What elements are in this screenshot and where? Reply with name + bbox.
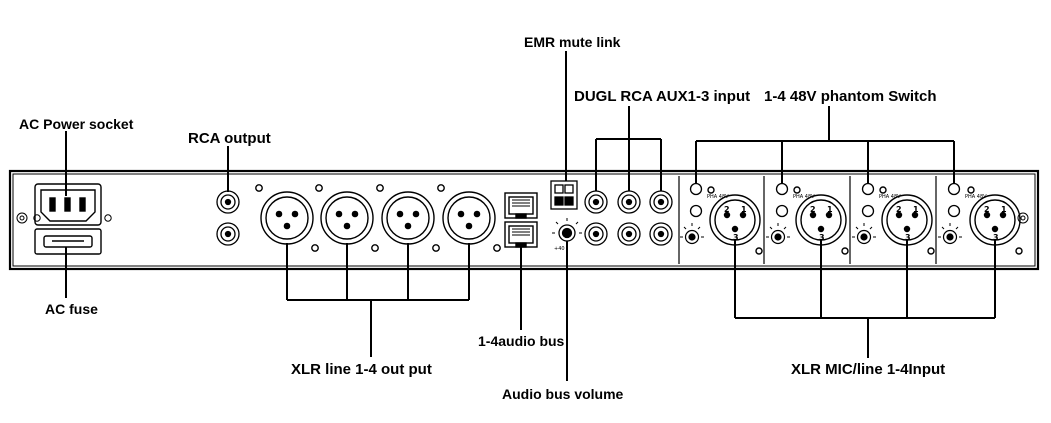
- gain-knob-3: [852, 223, 876, 245]
- rca-aux-input-2-top: [617, 190, 641, 214]
- label-audio-bus-volume: Audio bus volume: [502, 386, 624, 402]
- xlr-input-1-pin1: 1: [741, 205, 747, 214]
- rca-output-bottom: [216, 222, 240, 246]
- label-dugl-rca-aux: DUGL RCA AUX1-3 input: [574, 88, 750, 105]
- label-xlr-line-out: XLR line 1-4 out put: [291, 361, 432, 378]
- xlr-input-4-pin3: 3: [993, 233, 999, 242]
- xlr-input-2-pin1: 1: [827, 205, 833, 214]
- xlr-input-4-pin1: 1: [1001, 205, 1007, 214]
- phantom-label-4: PHA 48V: [965, 194, 987, 200]
- xlr-input-1-pin3: 3: [733, 233, 739, 242]
- xlr-output-2: [315, 184, 379, 252]
- rack-panel: [8, 169, 1040, 271]
- leader-xlr-line-out: [286, 243, 470, 357]
- phantom-label-3: PHA 48V: [879, 194, 901, 200]
- xlr-input-3-pin1: 1: [913, 205, 919, 214]
- rack-screw-left: [16, 212, 28, 224]
- label-phantom-switch: 1-4 48V phantom Switch: [764, 88, 937, 105]
- ac-fuse-holder: [34, 228, 102, 255]
- xlr-output-4: [437, 184, 501, 252]
- label-ac-power-socket: AC Power socket: [19, 116, 134, 132]
- label-rca-output: RCA output: [188, 130, 271, 147]
- rca-aux-input-2-bottom: [617, 222, 641, 246]
- phantom-switch-1: [689, 182, 703, 218]
- ac-screw-left: [33, 214, 41, 222]
- xlr-input-2-pin2: 2: [810, 205, 816, 214]
- rca-aux-input-3-top: [649, 190, 673, 214]
- phantom-switch-2: [775, 182, 789, 218]
- rca-aux-input-1-top: [584, 190, 608, 214]
- channel-dividers: [678, 176, 937, 264]
- xlr-input-1-pin2: 2: [724, 205, 730, 214]
- phantom-label-2: PHA 48V: [793, 194, 815, 200]
- volume-scale-mark: +40: [554, 246, 565, 252]
- emr-mute-link-terminal: [550, 180, 578, 210]
- audio-bus-volume-knob: [552, 218, 582, 242]
- xlr-input-4-pin2: 2: [984, 205, 990, 214]
- xlr-input-3-pin3: 3: [905, 233, 911, 242]
- label-audio-bus: 1-4audio bus: [478, 333, 565, 349]
- rj45-port-bottom: [504, 221, 538, 248]
- leader-xlr-mic-line-in: [734, 240, 996, 358]
- rca-aux-input-3-bottom: [649, 222, 673, 246]
- label-emr-mute-link: EMR mute link: [524, 34, 621, 50]
- ac-power-socket: [34, 183, 102, 226]
- gain-knob-4: [938, 223, 962, 245]
- ac-screw-right: [104, 214, 112, 222]
- leader-phantom-switch: [695, 106, 955, 183]
- phantom-switch-4: [947, 182, 961, 218]
- phantom-switch-3: [861, 182, 875, 218]
- xlr-input-3-pin2: 2: [896, 205, 902, 214]
- gain-knob-1: [680, 223, 704, 245]
- phantom-label-1: PHA 48V: [707, 194, 729, 200]
- rack-screw-right: [1017, 212, 1029, 224]
- leader-dugl-rca-aux: [595, 106, 662, 191]
- label-xlr-mic-line-in: XLR MIC/line 1-4Input: [791, 361, 945, 378]
- rca-aux-input-1-bottom: [584, 222, 608, 246]
- xlr-output-3: [376, 184, 440, 252]
- gain-knob-2: [766, 223, 790, 245]
- xlr-input-2-pin3: 3: [819, 233, 825, 242]
- rca-output-top: [216, 190, 240, 214]
- xlr-output-1: [255, 184, 319, 252]
- label-ac-fuse: AC fuse: [45, 301, 98, 317]
- rj45-port-top: [504, 192, 538, 219]
